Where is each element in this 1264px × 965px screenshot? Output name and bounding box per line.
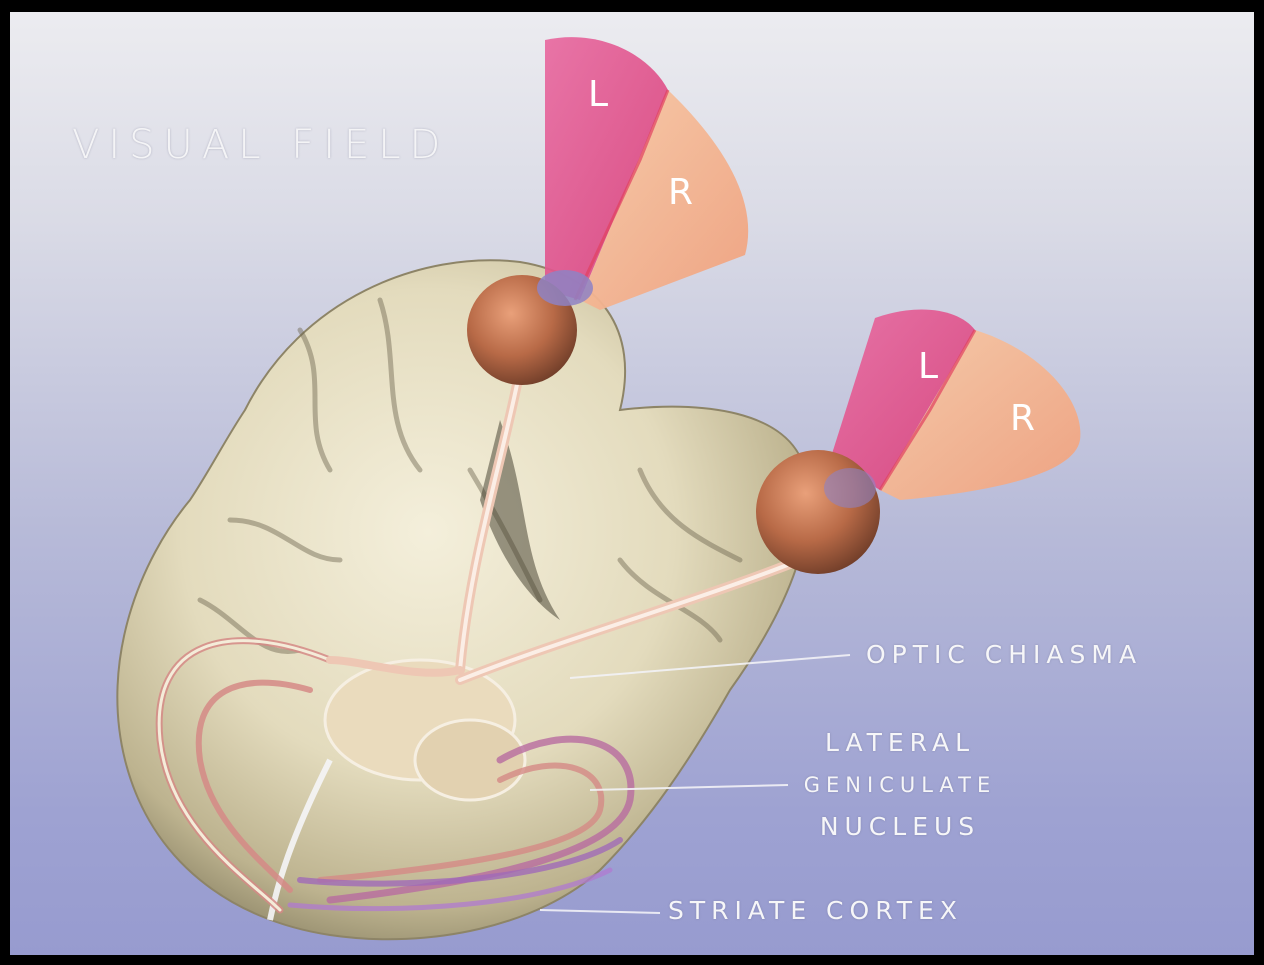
lower-visual-field-cone — [830, 309, 1080, 500]
lower-lens — [824, 468, 876, 508]
thalamus-right — [415, 720, 525, 800]
lgn-label-line3: Nucleus — [790, 806, 1010, 848]
lgn-label-line2: geniculate — [790, 764, 1010, 806]
lgn-label-line1: Lateral — [790, 722, 1010, 764]
upper-lens — [537, 270, 593, 306]
diagram-title: Visual Field — [72, 122, 449, 168]
upper-left-field-label: L — [588, 74, 608, 115]
lower-eyeball — [756, 450, 880, 574]
striate-cortex-label: Striate Cortex — [668, 896, 963, 925]
lower-right-field-label: R — [1010, 398, 1035, 439]
upper-right-field-label: R — [668, 172, 693, 213]
lower-left-field-label: L — [918, 346, 938, 387]
optic-chiasma-label: Optic Chiasma — [866, 640, 1142, 669]
lateral-geniculate-nucleus-label: Lateral geniculate Nucleus — [790, 722, 1010, 848]
upper-visual-field-cone — [545, 37, 748, 310]
